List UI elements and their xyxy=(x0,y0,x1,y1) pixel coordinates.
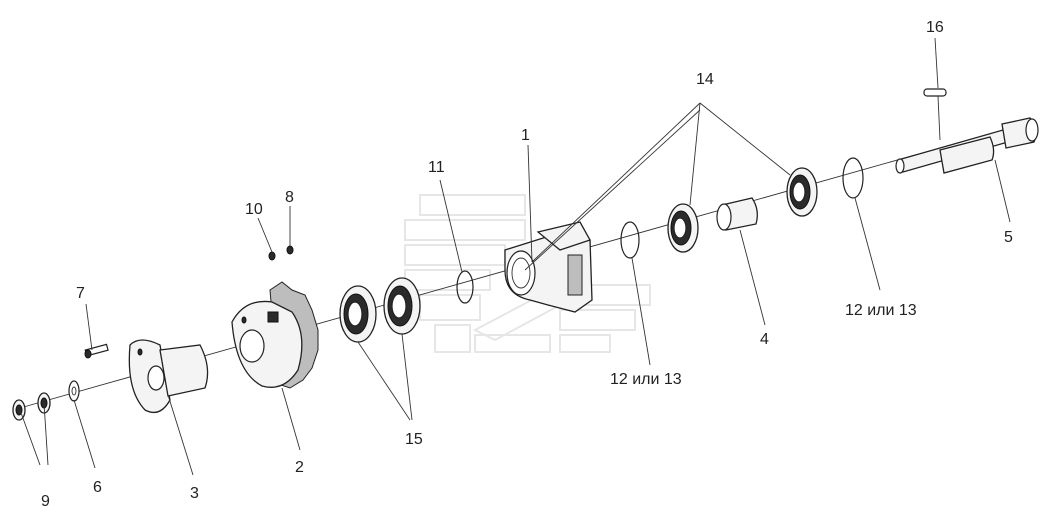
housing-part-1 xyxy=(504,221,593,313)
retaining-ring-part-11 xyxy=(456,270,474,304)
washer-part-6 xyxy=(68,380,80,402)
bolt-part-7 xyxy=(84,343,109,359)
washer-part-10 xyxy=(268,251,276,261)
label-14: 14 xyxy=(696,71,714,88)
label-10: 10 xyxy=(245,201,263,218)
label-5: 5 xyxy=(1004,229,1013,246)
circlip-part-12-left xyxy=(620,221,640,259)
leader-lines xyxy=(19,37,1011,476)
label-3: 3 xyxy=(190,485,199,502)
spacer-part-4 xyxy=(716,197,758,231)
label-9: 9 xyxy=(41,493,50,510)
label-8: 8 xyxy=(285,189,294,206)
sprocket-part-2 xyxy=(231,281,319,389)
circlip-part-12-right xyxy=(842,157,864,199)
label-16: 16 xyxy=(926,19,944,36)
label-11: 11 xyxy=(428,159,445,176)
label-12-left: 12 или 13 xyxy=(610,371,682,388)
bearing-part-14-left xyxy=(667,203,699,253)
label-7: 7 xyxy=(76,285,85,302)
label-4: 4 xyxy=(760,331,769,348)
hub-part-3 xyxy=(128,339,209,414)
key-part-16 xyxy=(923,88,947,97)
bearing-part-15 xyxy=(339,277,421,343)
bearing-part-14-right xyxy=(786,167,818,217)
label-12-right: 12 или 13 xyxy=(845,302,917,319)
shaft-part-5 xyxy=(895,117,1039,174)
label-15: 15 xyxy=(405,431,423,448)
label-1: 1 xyxy=(521,127,530,144)
label-6: 6 xyxy=(93,479,102,496)
label-2: 2 xyxy=(295,459,304,476)
screw-part-8 xyxy=(286,245,294,255)
